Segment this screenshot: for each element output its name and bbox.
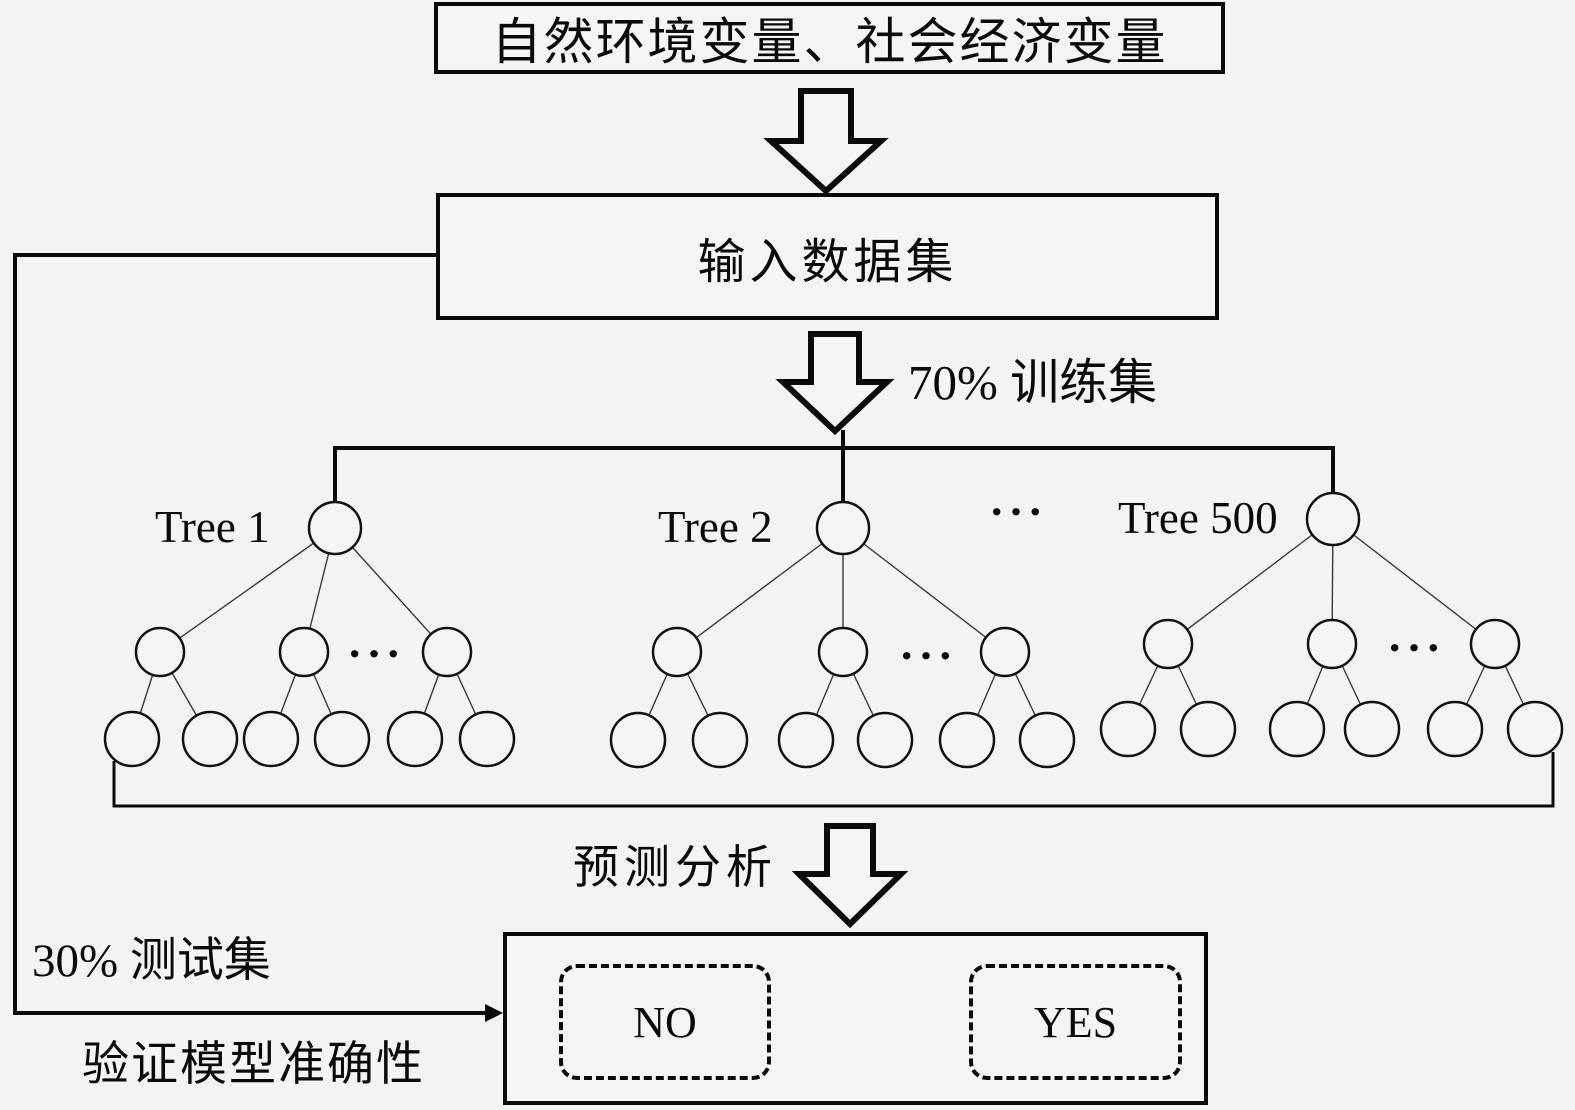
- tree-edge: [1167, 518, 1334, 645]
- down-arrow-icon: [775, 331, 895, 436]
- predict-analysis-label: 预测分析: [573, 842, 777, 893]
- tree-node: [307, 500, 363, 556]
- tree-node: [1142, 618, 1194, 670]
- result-box: NO YES: [503, 932, 1208, 1105]
- tree-node: [1343, 700, 1401, 758]
- tree-node: [134, 626, 186, 678]
- tree-edge: [842, 527, 1006, 653]
- result-no-box: NO: [559, 964, 771, 1080]
- input-dataset-box: 输入数据集: [436, 193, 1219, 320]
- tree-node: [1469, 618, 1521, 670]
- tree1-label: Tree 1: [155, 502, 270, 552]
- tree-node: [458, 710, 516, 768]
- feedback-line: [13, 253, 490, 1015]
- tree-node: [181, 710, 239, 768]
- tree-nodes: [103, 491, 1564, 769]
- tree-edge: [676, 527, 844, 653]
- tree-node: [103, 710, 161, 768]
- tree-node: [1179, 700, 1237, 758]
- variables-box: 自然环境变量、社会经济变量: [434, 2, 1225, 74]
- variables-box-label: 自然环境变量、社会经济变量: [491, 14, 1168, 70]
- tree-node: [817, 626, 869, 678]
- tree-node: [1426, 700, 1484, 758]
- tree-node: [421, 626, 473, 678]
- result-yes-label: YES: [1033, 997, 1118, 1047]
- tree-node: [1018, 711, 1076, 769]
- tree-node: [651, 626, 703, 678]
- verify-accuracy-label: 验证模型准确性: [82, 1039, 425, 1091]
- result-no-label: NO: [633, 997, 697, 1047]
- tree-edge: [334, 527, 448, 653]
- tree-node: [609, 711, 667, 769]
- tree-node: [386, 710, 444, 768]
- tree-node: [1268, 700, 1326, 758]
- tree-node: [278, 626, 330, 678]
- input-dataset-label: 输入数据集: [697, 235, 958, 289]
- feedback-arrowhead-icon: [485, 1004, 503, 1022]
- test-split-label: 30% 测试集: [32, 935, 271, 987]
- tree-node: [815, 500, 871, 556]
- down-arrow-icon: [791, 823, 909, 929]
- train-split-label: 70% 训练集: [908, 355, 1158, 410]
- tree500-label: Tree 500: [1118, 493, 1278, 543]
- tree2-label: Tree 2: [658, 502, 773, 552]
- tree-node: [856, 711, 914, 769]
- tree-node: [938, 711, 996, 769]
- tree-edge: [1332, 518, 1496, 645]
- tree-node: [1305, 491, 1361, 547]
- result-yes-box: YES: [969, 964, 1182, 1080]
- tree-edge: [159, 527, 336, 653]
- tree-node: [1099, 700, 1157, 758]
- tree-node: [691, 711, 749, 769]
- down-arrow-icon: [763, 88, 889, 196]
- tree-node: [979, 626, 1031, 678]
- tree-node: [1306, 618, 1358, 670]
- tree-node: [313, 710, 371, 768]
- tree-node: [777, 711, 835, 769]
- leaves-collect-line: [112, 752, 1555, 808]
- tree-node: [242, 710, 300, 768]
- tree-node: [1506, 700, 1564, 758]
